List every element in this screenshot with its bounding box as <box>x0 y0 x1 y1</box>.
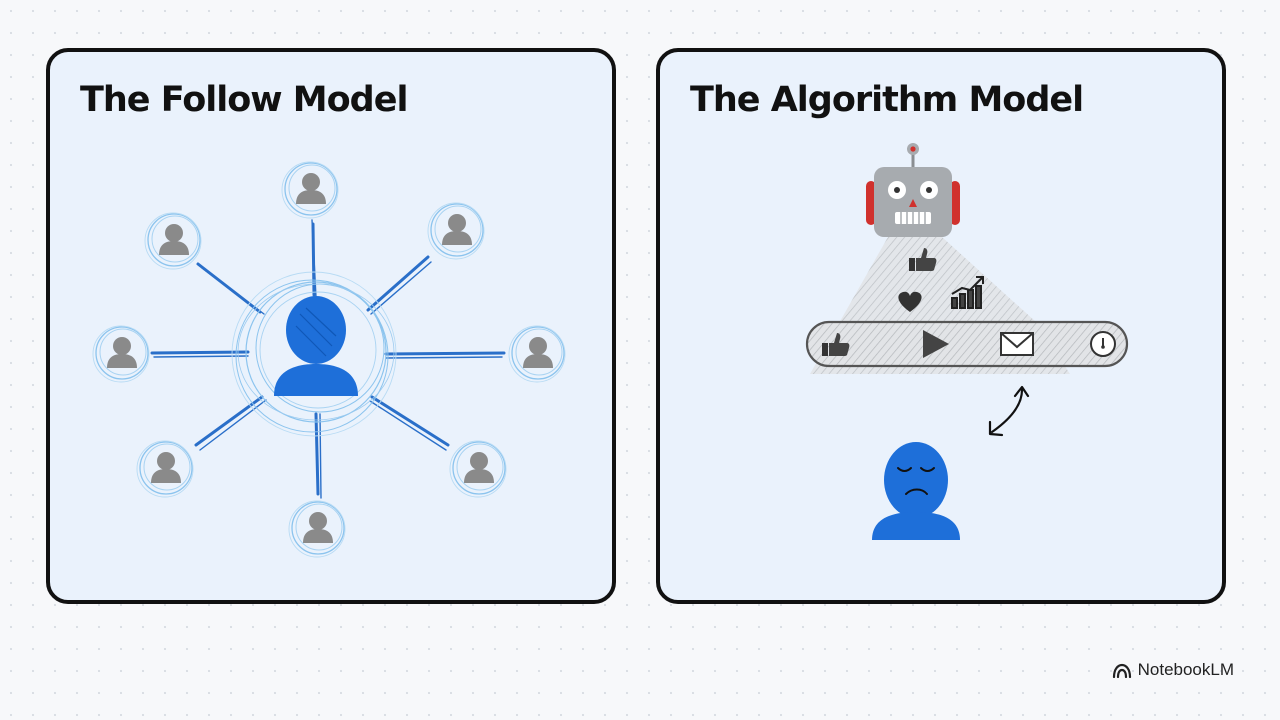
follower-node-top <box>281 161 339 219</box>
thumbs-up-icon <box>909 248 937 271</box>
mail-icon <box>1000 332 1034 356</box>
follower-node-bottom <box>288 500 346 558</box>
connection-lines <box>150 219 506 499</box>
follower-node-right <box>508 325 566 383</box>
follower-node-left <box>92 325 150 383</box>
heart-icon <box>898 291 922 312</box>
follower-node-bottom-left <box>136 440 194 498</box>
notebooklm-logo-icon <box>1112 663 1131 678</box>
central-user-icon <box>274 296 358 396</box>
content-feed-bar <box>805 320 1129 368</box>
follow-network-diagram <box>92 161 566 558</box>
brand-name: NotebookLM <box>1137 660 1234 679</box>
follower-node-top-right <box>427 202 485 260</box>
notebooklm-branding: NotebookLM <box>1112 660 1234 680</box>
feed-like-icon <box>822 333 850 356</box>
algorithm-model-panel: The Algorithm Model <box>656 48 1226 604</box>
follow-model-title: The Follow Model <box>80 80 408 120</box>
play-icon <box>923 330 949 358</box>
algorithm-feed-diagram <box>805 143 1129 540</box>
sad-user-icon <box>872 442 960 540</box>
robot-icon <box>866 143 960 237</box>
follower-node-top-left <box>144 212 202 270</box>
central-scribble <box>231 271 397 437</box>
follower-node-bottom-right <box>449 440 507 498</box>
follow-model-panel: The Follow Model <box>46 48 616 604</box>
growth-chart-icon <box>951 276 984 309</box>
algorithm-model-title: The Algorithm Model <box>690 80 1084 120</box>
clock-icon <box>1090 331 1116 357</box>
double-arrow-icon <box>988 385 1030 437</box>
